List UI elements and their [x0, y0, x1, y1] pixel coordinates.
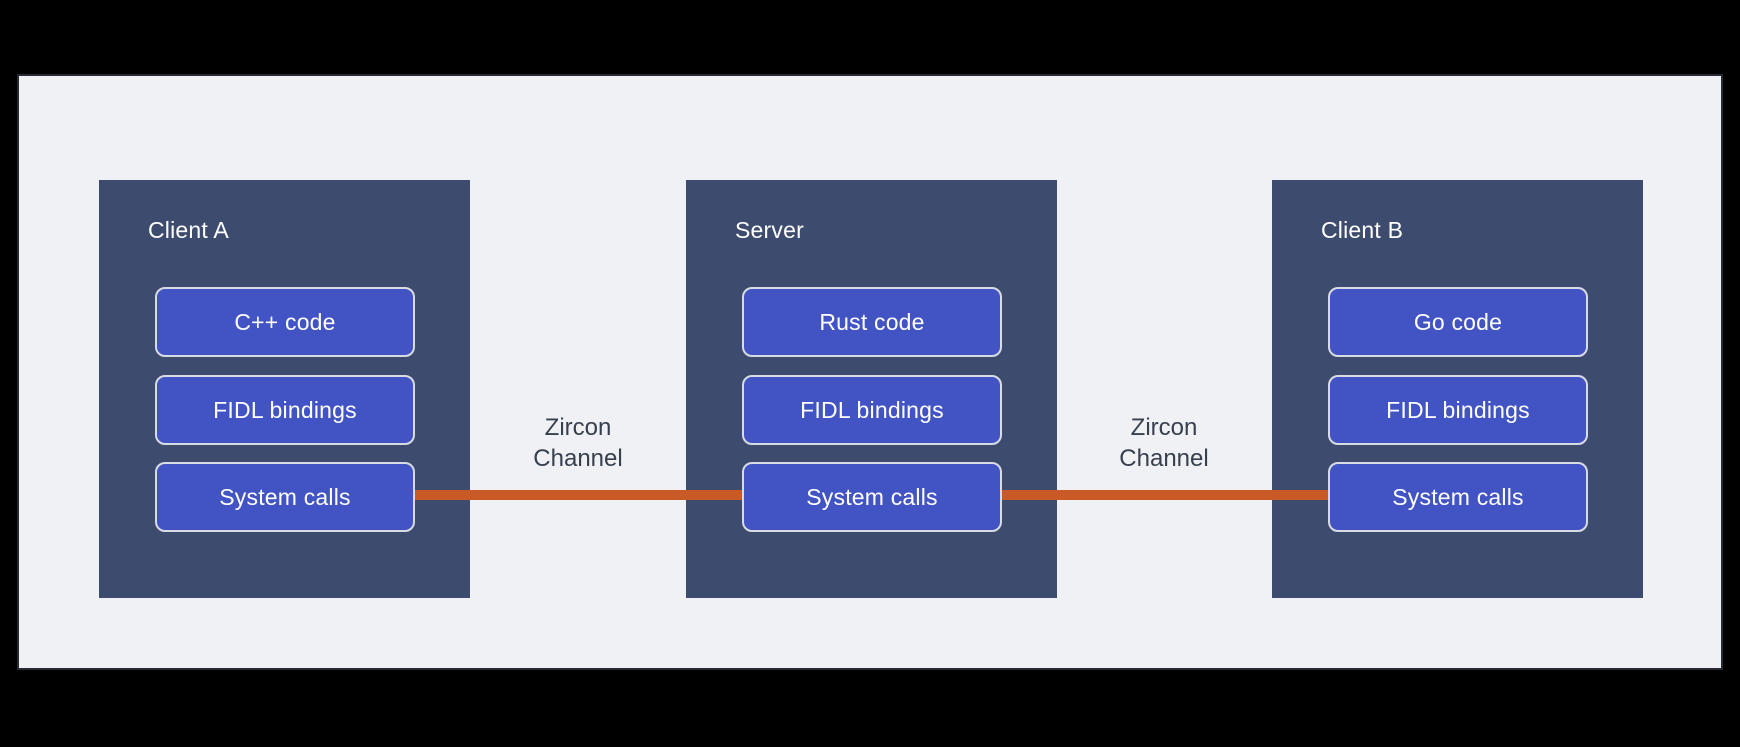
box-system-calls-client-b: System calls [1328, 462, 1588, 532]
box-rust-code: Rust code [742, 287, 1002, 357]
zircon-channel-label-left-line1: Zircon [544, 414, 612, 441]
box-fidl-bindings-client-b: FIDL bindings [1328, 375, 1588, 445]
panel-server: Server Rust code FIDL bindings System ca… [686, 180, 1057, 598]
box-go-code: Go code [1328, 287, 1588, 357]
zircon-channel-label-right-line1: Zircon [1130, 414, 1198, 441]
box-cpp-code: C++ code [155, 287, 415, 357]
zircon-channel-label-right-line2: Channel [1119, 445, 1209, 472]
panel-title-client-b: Client B [1321, 217, 1404, 243]
box-system-calls-client-a: System calls [155, 462, 415, 532]
box-fidl-bindings-server: FIDL bindings [742, 375, 1002, 445]
zircon-channel-line-left [415, 490, 742, 500]
panel-title-client-a: Client A [148, 217, 229, 243]
zircon-channel-label-left: Zircon Channel [478, 412, 678, 474]
zircon-channel-label-right: Zircon Channel [1064, 412, 1264, 474]
panel-client-a: Client A C++ code FIDL bindings System c… [99, 180, 470, 598]
panel-title-server: Server [735, 217, 804, 243]
box-system-calls-server: System calls [742, 462, 1002, 532]
diagram-frame: Client A C++ code FIDL bindings System c… [17, 74, 1723, 670]
box-fidl-bindings-client-a: FIDL bindings [155, 375, 415, 445]
zircon-channel-line-right [1002, 490, 1328, 500]
zircon-channel-label-left-line2: Channel [533, 445, 623, 472]
panel-client-b: Client B Go code FIDL bindings System ca… [1272, 180, 1643, 598]
